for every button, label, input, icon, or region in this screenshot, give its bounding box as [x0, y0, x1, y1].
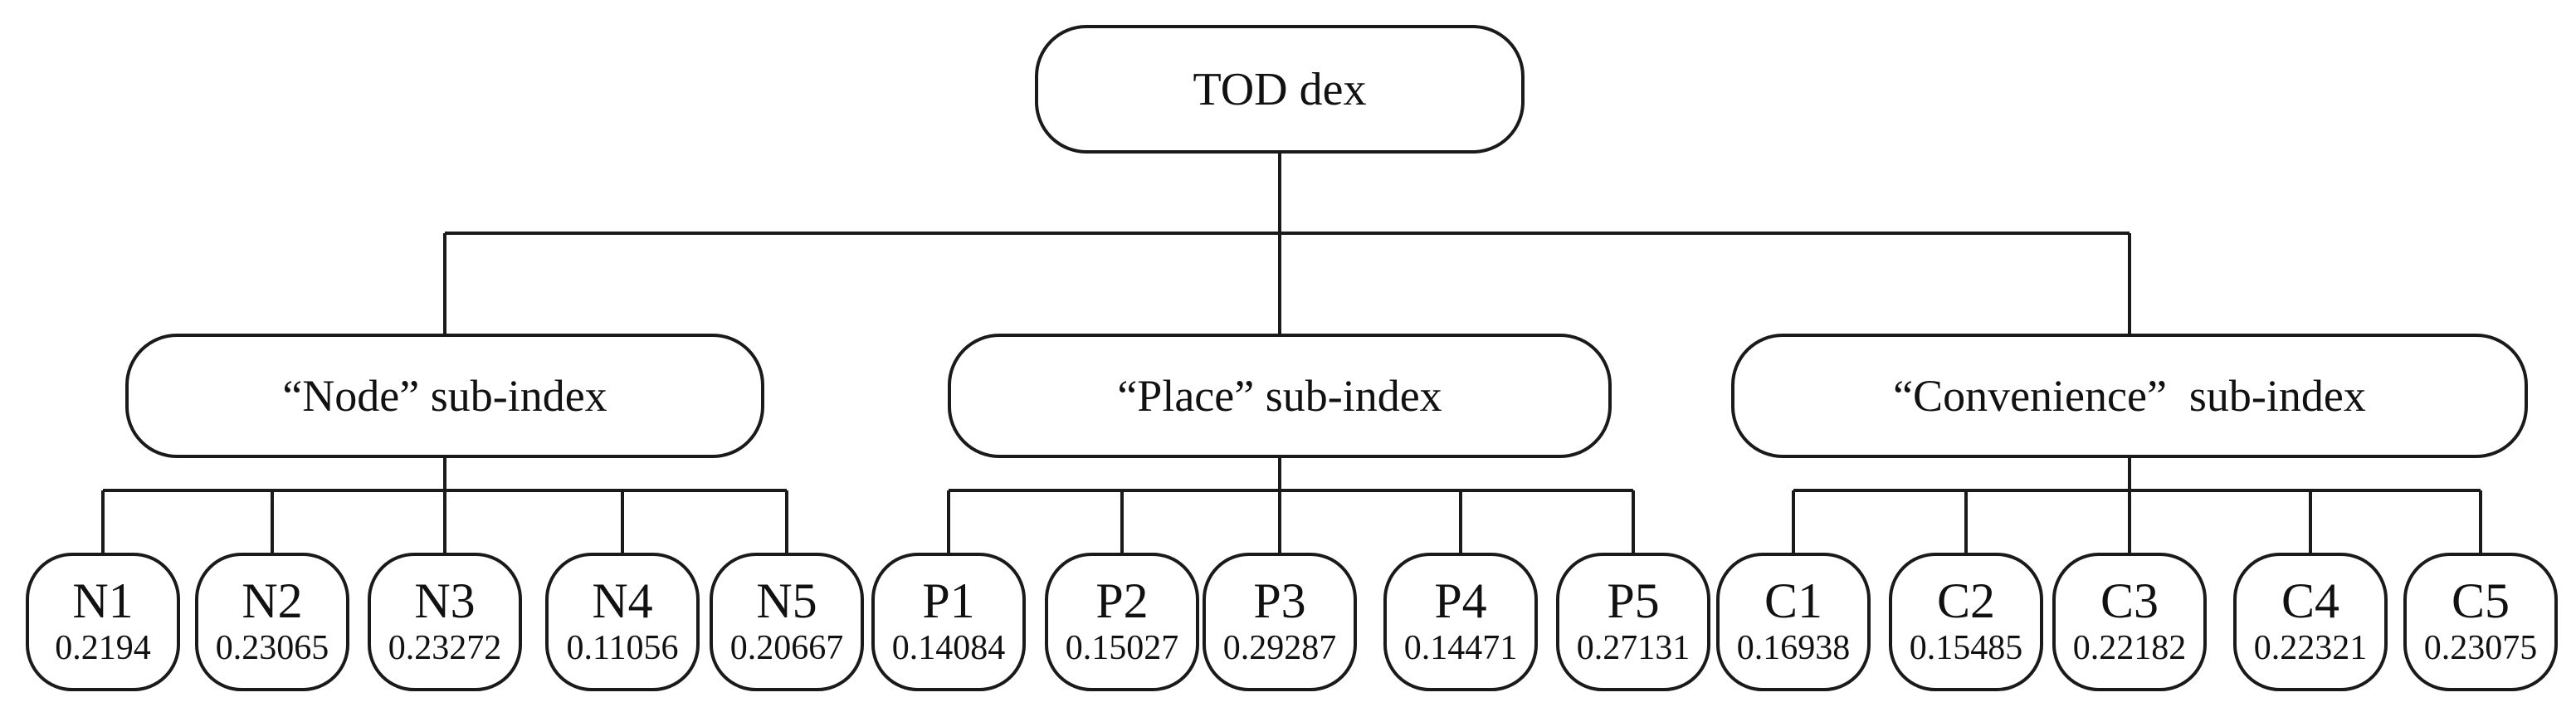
- leaf-label: P1: [922, 573, 975, 628]
- leaf-weight-value: 0.22321: [2253, 628, 2368, 667]
- leaf-weight-value: 0.27131: [1576, 628, 1690, 667]
- leaf-node-n5: N5 0.20667: [710, 553, 864, 691]
- leaf-weight-value: 0.16938: [1736, 628, 1851, 667]
- leaf-weight-value: 0.2194: [55, 628, 151, 667]
- leaf-label: C5: [2451, 573, 2510, 628]
- place-group-connector: [947, 458, 1635, 553]
- leaf-node-n1: N1 0.2194: [26, 553, 180, 691]
- leaf-label: P4: [1434, 573, 1487, 628]
- convenience-group-connector: [1792, 458, 2482, 553]
- leaf-node-n2: N2 0.23065: [195, 553, 349, 691]
- leaf-label: C3: [2100, 573, 2159, 628]
- node-group-convenience-subindex: “Convenience” sub-index: [1731, 334, 2528, 458]
- leaf-node-c3: C3 0.22182: [2052, 553, 2207, 691]
- leaf-node-p2: P2 0.15027: [1045, 553, 1199, 691]
- leaf-label: P2: [1095, 573, 1149, 628]
- leaf-label: C2: [1936, 573, 1996, 628]
- leaf-node-c5: C5 0.23075: [2403, 553, 2558, 691]
- leaf-weight-value: 0.29287: [1222, 628, 1337, 667]
- leaf-node-p1: P1 0.14084: [871, 553, 1026, 691]
- leaf-weight-value: 0.22182: [2072, 628, 2187, 667]
- leaf-weight-value: 0.23065: [215, 628, 329, 667]
- group-label: “Place” sub-index: [1117, 371, 1442, 421]
- leaf-label: C1: [1764, 573, 1823, 628]
- leaf-weight-value: 0.14084: [891, 628, 1006, 667]
- leaf-node-c1: C1 0.16938: [1716, 553, 1871, 691]
- group-label: “Convenience” sub-index: [1893, 371, 2366, 421]
- leaf-label: N5: [756, 573, 817, 628]
- leaf-node-c2: C2 0.15485: [1889, 553, 2043, 691]
- leaf-label: P3: [1253, 573, 1306, 628]
- leaf-node-p3: P3 0.29287: [1203, 553, 1357, 691]
- leaf-node-c4: C4 0.22321: [2233, 553, 2388, 691]
- leaf-weight-value: 0.11056: [566, 628, 679, 667]
- leaf-label: P5: [1607, 573, 1660, 628]
- leaf-node-n3: N3 0.23272: [368, 553, 522, 691]
- node-group-connector: [101, 458, 788, 553]
- leaf-weight-value: 0.14471: [1403, 628, 1518, 667]
- leaf-label: N1: [72, 573, 134, 628]
- group-label: “Node” sub-index: [282, 371, 607, 421]
- leaf-weight-value: 0.23272: [388, 628, 502, 667]
- leaf-node-p5: P5 0.27131: [1556, 553, 1710, 691]
- leaf-weight-value: 0.15485: [1909, 628, 2023, 667]
- node-root: TOD dex: [1035, 25, 1525, 154]
- leaf-label: N2: [242, 573, 303, 628]
- leaf-weight-value: 0.15027: [1065, 628, 1179, 667]
- root-connector: [443, 154, 2131, 334]
- leaf-label: N3: [414, 573, 476, 628]
- root-label: TOD dex: [1193, 63, 1367, 115]
- leaf-label: N4: [592, 573, 653, 628]
- node-group-node-subindex: “Node” sub-index: [125, 334, 764, 458]
- leaf-node-p4: P4 0.14471: [1383, 553, 1538, 691]
- leaf-label: C4: [2281, 573, 2340, 628]
- node-group-place-subindex: “Place” sub-index: [948, 334, 1612, 458]
- leaf-weight-value: 0.20667: [729, 628, 844, 667]
- leaf-node-n4: N4 0.11056: [545, 553, 700, 691]
- leaf-weight-value: 0.23075: [2423, 628, 2538, 667]
